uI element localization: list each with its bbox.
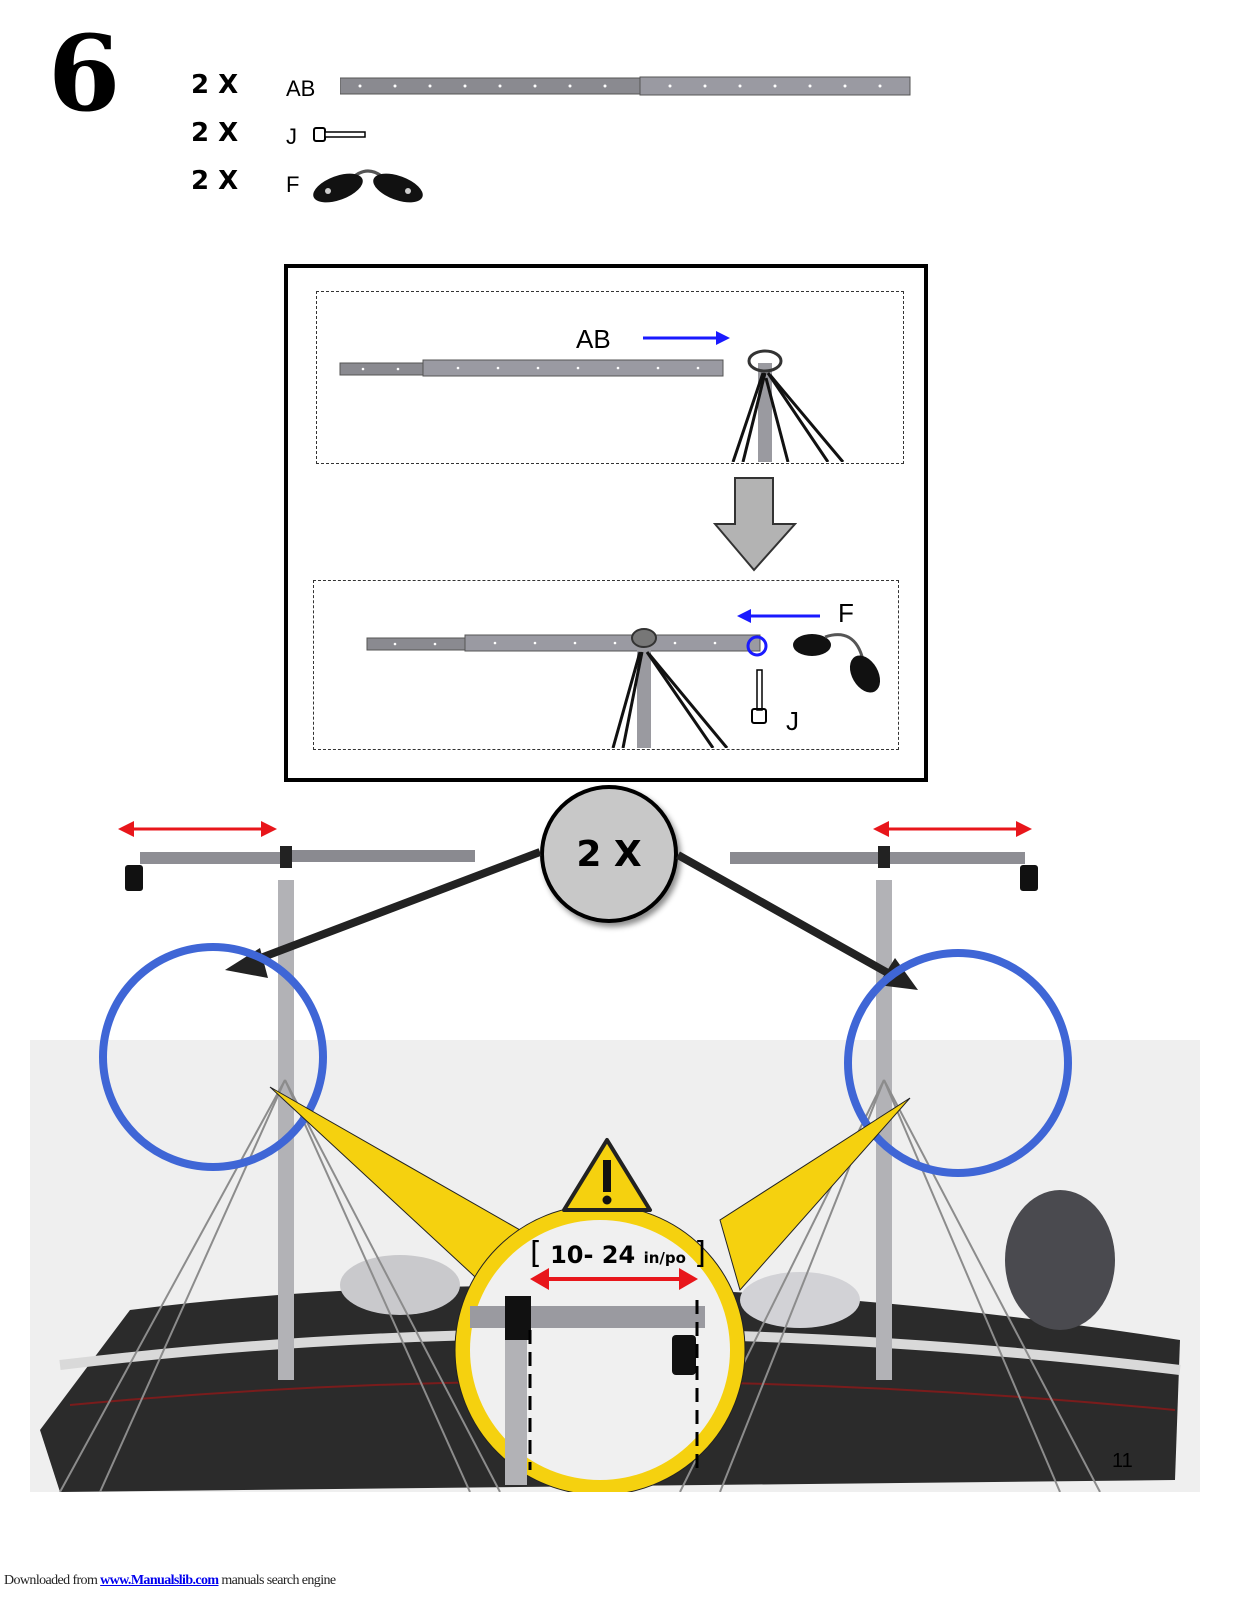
part-qty-f: 2 X [191,166,239,196]
strap-end-caps-icon [313,169,423,203]
footer: Downloaded from www.Manualslib.com manua… [4,1573,336,1589]
telescoping-bar-icon [340,76,911,96]
step-number: 6 [48,12,121,135]
label-j: J [786,706,799,736]
repeat-badge: 2 X [540,785,678,923]
footer-link[interactable]: www.Manualslib.com [100,1573,219,1588]
panel-attach-strap [313,580,899,750]
boat-scene [30,821,1200,1492]
footer-prefix: Downloaded from [4,1573,101,1588]
panel-1-illustration [339,331,845,462]
footer-suffix: manuals search engine [218,1573,336,1588]
panel-insert-bar [316,291,904,464]
part-code-j: J [286,124,297,149]
range-bracket: [ 10- 24 in/po ] [530,1236,706,1271]
page-number: 11 [1112,1450,1133,1472]
right-detail-ring [844,949,1072,1177]
arrow-left-icon [737,609,751,623]
left-detail-ring [99,943,327,1171]
label-f: F [838,598,854,628]
range-unit: in/po [643,1249,686,1267]
range-value: 10- 24 [550,1241,636,1269]
part-code-f: F [286,172,300,197]
label-ab: AB [576,324,611,354]
down-arrow-icon [713,477,797,572]
part-qty-j: 2 X [191,118,239,148]
part-code-ab: AB [286,76,316,101]
arrow-right-icon [716,331,730,345]
instruction-frame [284,264,928,782]
panel-2-illustration [366,609,881,748]
part-qty-ab: 2 X [191,70,239,100]
pin-icon [313,127,366,142]
